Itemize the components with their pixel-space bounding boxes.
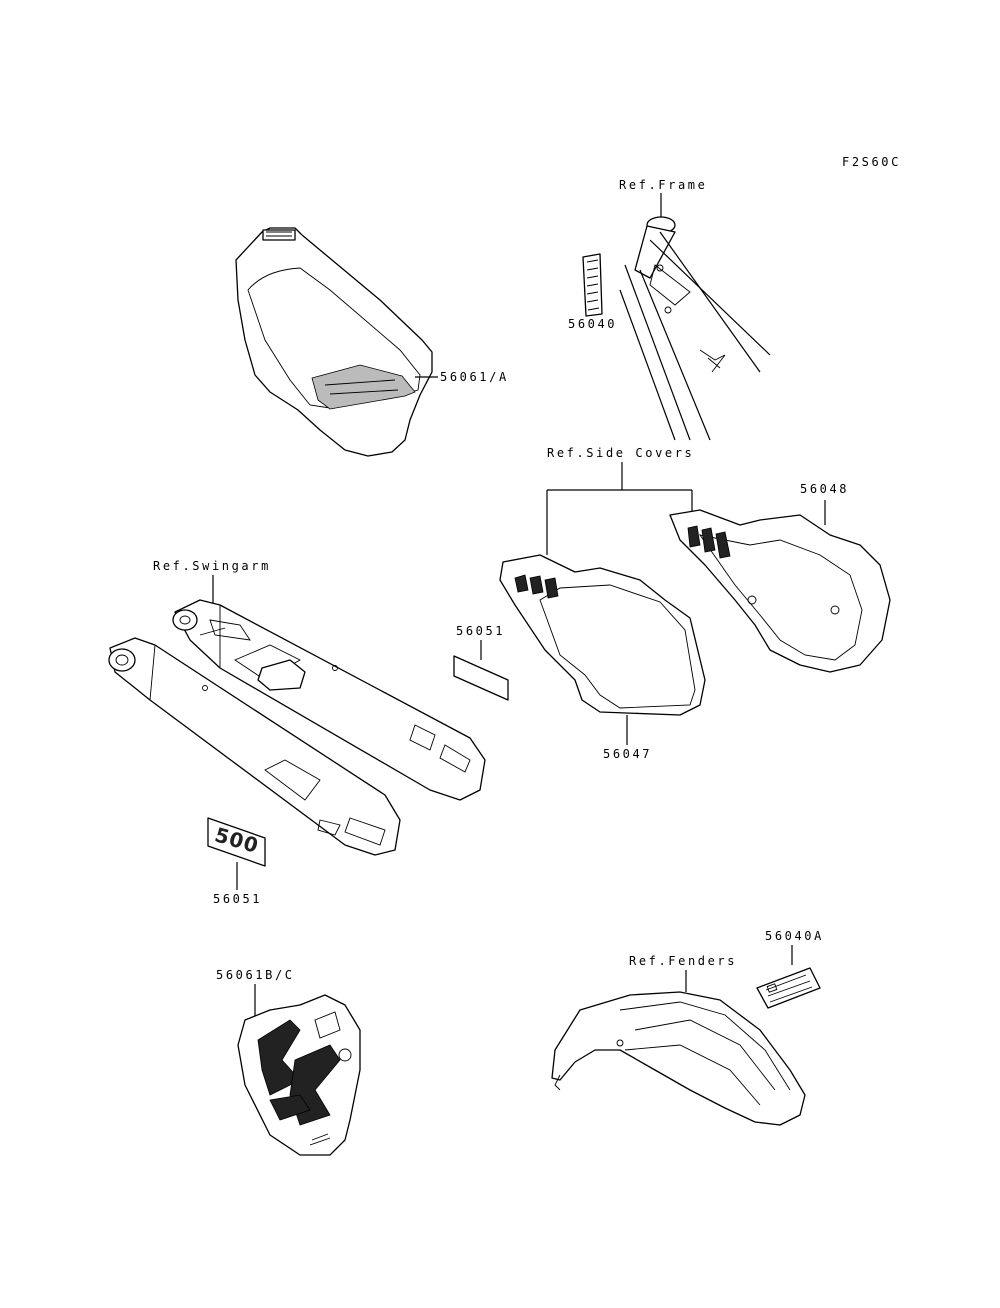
ref-side-covers-label: Ref.Side Covers (547, 446, 694, 460)
label-56061b-c: 56061B/C (216, 968, 295, 982)
decal-500-text: 500 (212, 822, 262, 857)
label-56051-500: 56051 (213, 892, 262, 906)
diagram-code: F2S60C (842, 155, 901, 169)
ref-frame-label: Ref.Frame (619, 178, 707, 192)
swingarm (108, 599, 486, 856)
side-cover-left (499, 554, 706, 716)
label-56040a: 56040A (765, 929, 824, 943)
frame-decal (582, 253, 603, 317)
fender-decal (756, 967, 821, 1009)
label-56051-plain: 56051 (456, 624, 505, 638)
fuel-tank (235, 227, 433, 457)
leader-side-covers (546, 462, 693, 555)
decal-500: 500 (207, 817, 266, 867)
rear-fender (551, 991, 806, 1126)
radiator-shroud (237, 994, 361, 1156)
ref-fenders-label: Ref.Fenders (629, 954, 737, 968)
label-56040: 56040 (568, 317, 617, 331)
frame-tube (619, 216, 771, 441)
label-56048: 56048 (800, 482, 849, 496)
ref-swingarm-label: Ref.Swingarm (153, 559, 271, 573)
plain-decal (453, 655, 509, 701)
side-cover-right (669, 509, 891, 673)
label-56061-a: 56061/A (440, 370, 509, 384)
label-56047: 56047 (603, 747, 652, 761)
